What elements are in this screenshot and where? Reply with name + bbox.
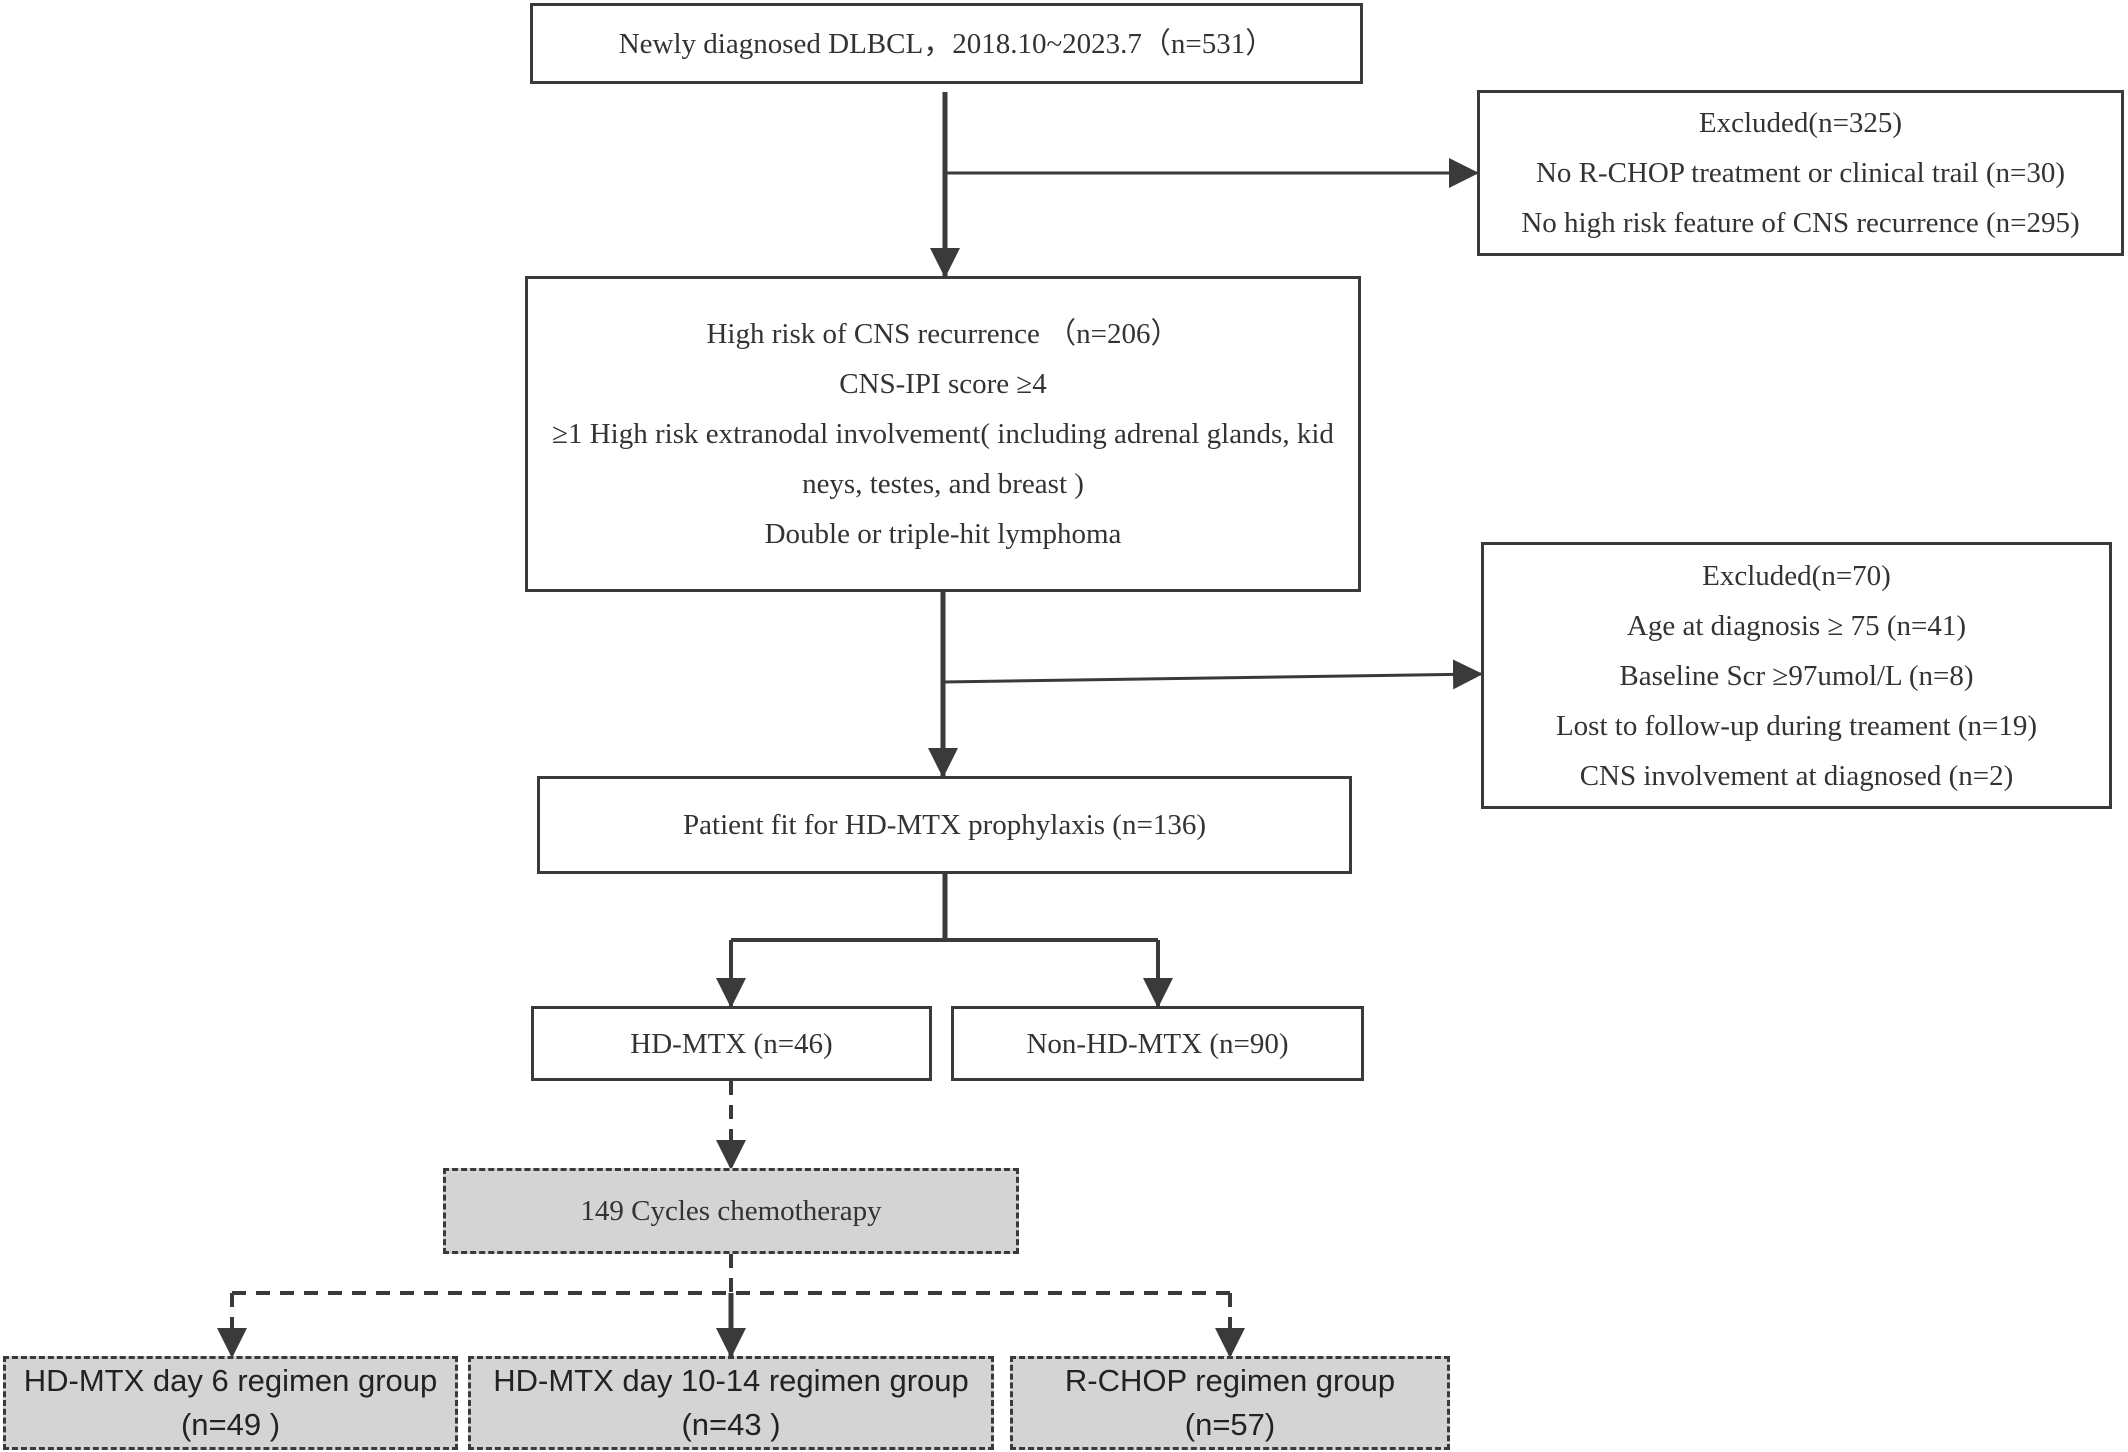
box-group-day6: HD-MTX day 6 regimen group (n=49 ) — [3, 1356, 458, 1450]
box-group-day10-14: HD-MTX day 10-14 regimen group (n=43 ) — [468, 1356, 994, 1450]
box-item: CNS involvement at diagnosed (n=2) — [1579, 759, 2014, 792]
box-excluded-70: Excluded(n=70) Age at diagnosis ≥ 75 (n=… — [1481, 542, 2112, 809]
box-excluded-325: Excluded(n=325) No R-CHOP treatment or c… — [1477, 90, 2124, 256]
box-item: No high risk feature of CNS recurrence (… — [1521, 207, 2080, 239]
box-title: HD-MTX day 10-14 regimen group — [493, 1363, 969, 1398]
box-non-hd-mtx: Non-HD-MTX (n=90) — [951, 1006, 1364, 1081]
box-newly-diagnosed: Newly diagnosed DLBCL，2018.10~2023.7（n=5… — [530, 3, 1363, 84]
box-title: HD-MTX day 6 regimen group — [23, 1363, 438, 1398]
box-text: HD-MTX (n=46) — [630, 1027, 833, 1060]
box-title: High risk of CNS recurrence （n=206） — [706, 318, 1180, 350]
box-high-risk-cns: High risk of CNS recurrence （n=206） CNS-… — [525, 276, 1361, 592]
box-hd-mtx: HD-MTX (n=46) — [531, 1006, 932, 1081]
box-text: Non-HD-MTX (n=90) — [1026, 1027, 1289, 1060]
box-item: No R-CHOP treatment or clinical trail (n… — [1535, 157, 2066, 189]
box-count: (n=49 ) — [180, 1407, 281, 1442]
box-item: CNS-IPI score ≥4 — [839, 368, 1047, 400]
box-text: 149 Cycles chemotherapy — [580, 1195, 882, 1227]
box-item: Double or triple-hit lymphoma — [764, 518, 1122, 550]
box-item: Age at diagnosis ≥ 75 (n=41) — [1626, 609, 1967, 642]
box-title: R-CHOP regimen group — [1064, 1363, 1396, 1398]
box-text: Newly diagnosed DLBCL，2018.10~2023.7（n=5… — [618, 27, 1275, 60]
box-title: Excluded(n=325) — [1698, 107, 1903, 139]
box-count: (n=43 ) — [681, 1407, 781, 1442]
box-text: Patient fit for HD-MTX prophylaxis (n=13… — [683, 809, 1206, 841]
box-item: Lost to follow-up during treament (n=19) — [1555, 709, 2038, 742]
box-count: (n=57) — [1184, 1407, 1276, 1442]
box-149-cycles: 149 Cycles chemotherapy — [443, 1168, 1019, 1254]
box-fit-hd-mtx: Patient fit for HD-MTX prophylaxis (n=13… — [537, 776, 1352, 874]
box-item: Baseline Scr ≥97umol/L (n=8) — [1619, 659, 1974, 692]
box-item: ≥1 High risk extranodal involvement( inc… — [552, 418, 1334, 450]
arrow-to-excluded2 — [942, 659, 1483, 690]
box-title: Excluded(n=70) — [1702, 559, 1891, 592]
box-group-rchop: R-CHOP regimen group (n=57) — [1010, 1356, 1450, 1450]
box-item: neys, testes, and breast ) — [802, 468, 1084, 500]
